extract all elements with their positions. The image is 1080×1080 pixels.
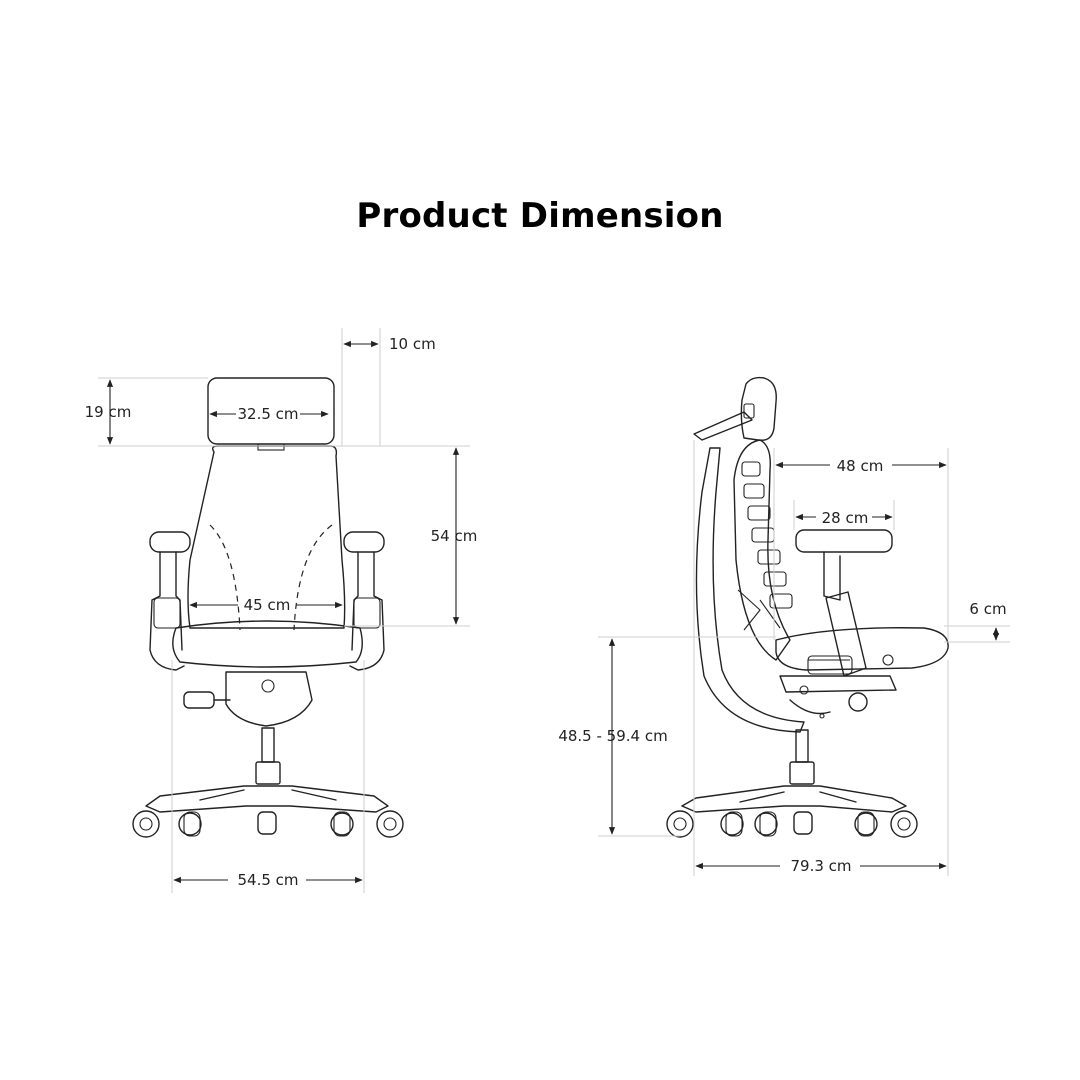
front-seat <box>172 620 363 668</box>
side-armrest-post <box>823 551 841 601</box>
page-title: Product Dimension <box>356 196 724 236</box>
front-base <box>145 785 389 813</box>
label-headrest-height: 19 cm <box>85 403 132 421</box>
side-casters <box>666 810 918 838</box>
label-base-depth: 79.3 cm <box>790 857 851 875</box>
label-base-width: 54.5 cm <box>237 871 298 889</box>
tilt-knob <box>183 691 215 709</box>
label-armrest-length: 28 cm <box>822 509 869 527</box>
side-seat <box>775 627 949 671</box>
side-back-frame <box>695 447 805 733</box>
label-headrest-depth: 10 cm <box>389 335 436 353</box>
lumbar-dash-left <box>209 524 241 631</box>
front-armrest-left <box>149 531 191 671</box>
side-base <box>681 785 907 813</box>
headrest-stem <box>257 443 285 451</box>
side-armrest-cover <box>825 591 867 677</box>
side-lumbar-modules <box>737 461 793 631</box>
side-view-chair <box>666 376 949 838</box>
side-headrest <box>740 376 777 441</box>
label-seat-thickness: 6 cm <box>969 600 1006 618</box>
lumbar-dash-right <box>293 524 333 631</box>
side-dimension-lines <box>608 461 1000 870</box>
side-tension-knob <box>848 692 868 712</box>
label-seat-height: 48.5 - 59.4 cm <box>558 727 667 745</box>
label-headrest-width: 32.5 cm <box>237 405 298 423</box>
side-extension-lines <box>598 440 1010 876</box>
front-armrest-right <box>343 531 385 671</box>
side-headrest-arm <box>693 411 753 441</box>
front-view-chair <box>132 377 404 838</box>
front-extension-lines <box>98 328 470 893</box>
label-backrest-height: 54 cm <box>431 527 478 545</box>
side-gas-cylinder <box>795 729 809 763</box>
side-mechanism <box>779 675 897 693</box>
front-gas-cylinder <box>261 727 275 763</box>
label-seat-depth: 48 cm <box>837 457 884 475</box>
front-mechanism <box>225 671 313 727</box>
label-backrest-width: 45 cm <box>244 596 291 614</box>
side-armrest-pad <box>795 529 893 553</box>
front-dimension-lines <box>106 340 460 884</box>
front-casters <box>132 810 404 838</box>
side-backrest <box>733 439 791 661</box>
